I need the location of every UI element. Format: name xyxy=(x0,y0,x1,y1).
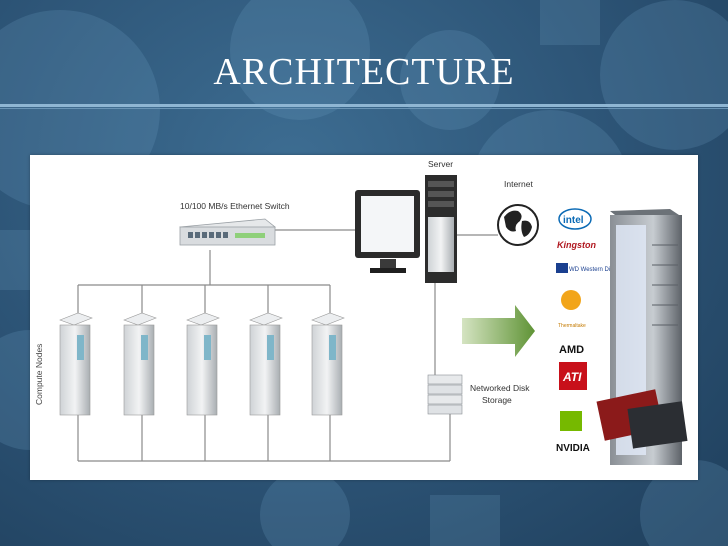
switch-label: 10/100 MB/s Ethernet Switch xyxy=(180,201,290,211)
decor-circle xyxy=(260,470,350,546)
decor-circle xyxy=(600,0,728,150)
amd-logo: AMD xyxy=(559,344,584,356)
architecture-diagram: intel Kingston WD Western Digital Therma… xyxy=(59,175,688,465)
compute-node-icon xyxy=(123,312,157,416)
compute-node-icon xyxy=(59,312,93,416)
thermaltake-logo: Thermaltake xyxy=(558,323,586,329)
compute-node-icon xyxy=(311,312,345,416)
storage-label-line2: Storage xyxy=(482,395,512,405)
ati-logo: ATI xyxy=(562,370,582,384)
decor-square xyxy=(0,230,30,290)
compute-nodes-label: Compute Nodes xyxy=(34,343,44,405)
wd-logo: WD Western Digital xyxy=(569,267,621,273)
pc-case-icon xyxy=(596,209,688,465)
diagram-panel: intel Kingston WD Western Digital Therma… xyxy=(30,155,698,480)
title-rule xyxy=(0,104,728,107)
decor-circle xyxy=(400,30,500,130)
compute-node-icon xyxy=(249,312,283,416)
decor-square xyxy=(430,495,500,546)
ethernet-switch-icon xyxy=(179,218,276,246)
network-lines xyxy=(77,229,498,462)
kingston-logo: Kingston xyxy=(557,240,596,250)
intel-logo: intel xyxy=(563,215,584,226)
slide-title: ARCHITECTURE xyxy=(213,51,515,93)
internet-globe-icon xyxy=(497,204,539,246)
server-tower-icon xyxy=(425,175,457,283)
decor-square xyxy=(540,0,600,45)
arrow-right-icon xyxy=(462,305,535,357)
server-label: Server xyxy=(428,159,454,169)
nvidia-logo: NVIDIA xyxy=(556,443,590,454)
brand-logos: intel Kingston WD Western Digital Therma… xyxy=(556,208,621,454)
internet-label: Internet xyxy=(504,179,533,189)
title-rule-thin xyxy=(0,108,728,109)
storage-label-line1: Networked Disk xyxy=(470,383,530,393)
disk-storage-icon xyxy=(427,374,463,415)
decor-circle xyxy=(230,0,370,120)
server-monitor-icon xyxy=(355,190,420,273)
compute-node-icon xyxy=(186,312,220,416)
